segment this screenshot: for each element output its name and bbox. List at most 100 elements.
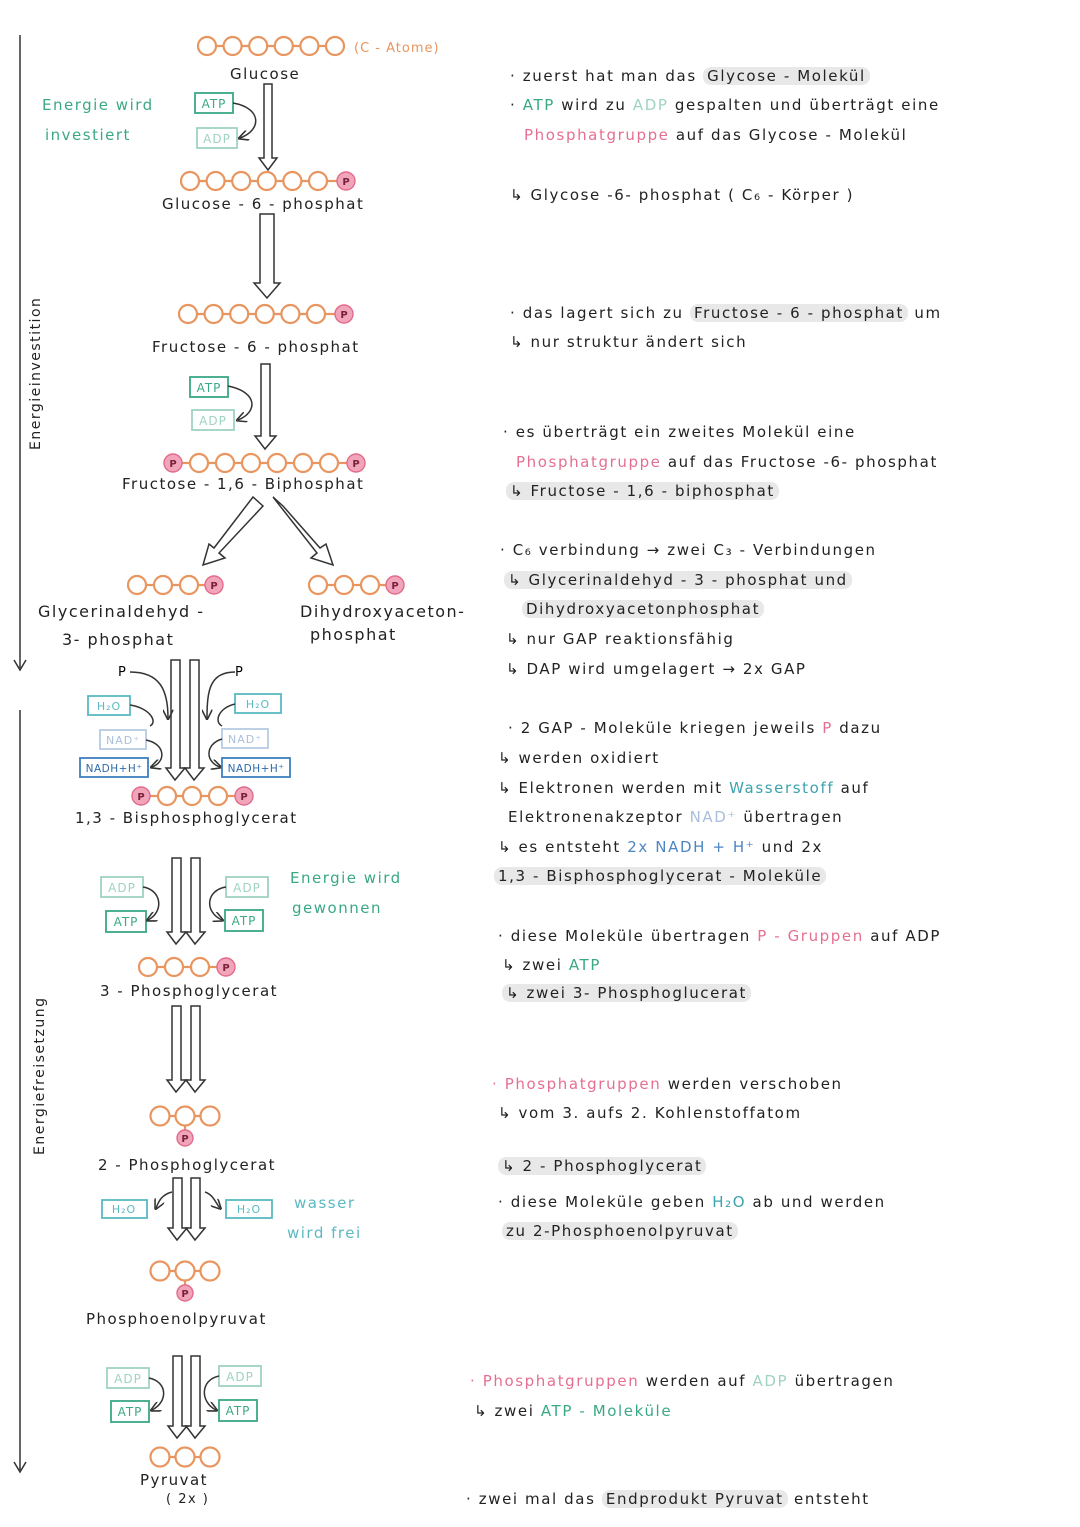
note-text: · zwei mal das [466, 1490, 596, 1508]
adp-box: ADP [196, 127, 238, 149]
note-text: · 2 GAP - Moleküle kriegen jeweils [508, 719, 816, 737]
note-text: · diese Moleküle geben [498, 1193, 706, 1211]
note-line: ↳ nur GAP reaktionsfähig [506, 630, 735, 648]
gap-label-line2: 3- phosphat [62, 630, 174, 649]
note-text: ↳ zwei [502, 956, 563, 974]
reaction-arrow [252, 213, 282, 300]
note-line: ↳ DAP wird umgelagert → 2x GAP [506, 660, 807, 678]
svg-text:ATP: ATP [197, 381, 222, 395]
svg-text:ATP: ATP [202, 97, 227, 111]
note-highlight: 1,3 - Bisphosphoglycerat - Moleküle [494, 867, 827, 885]
note-text: auf das Fructose -6- phosphat [667, 453, 938, 471]
phosphatgruppe-term: Phosphatgruppe [524, 126, 670, 144]
nadh-box-left: NADH+H⁺ [79, 757, 149, 778]
energy-invested-line2: investiert [45, 126, 131, 144]
note-line: ↳ zwei ATP [502, 956, 601, 974]
svg-text:ADP: ADP [203, 132, 231, 146]
note-text: · das lagert sich zu [510, 304, 684, 322]
note-line: · das lagert sich zu Fructose - 6 - phos… [510, 304, 942, 322]
fructose-1-6-biphosphat-molecule: P P [163, 452, 366, 474]
3-phosphoglycerat-molecule: P [137, 956, 236, 978]
note-line: Phosphatgruppe auf das Fructose -6- phos… [516, 453, 938, 471]
atp-adp-curve [232, 102, 257, 138]
nad-term: NAD⁺ [689, 808, 737, 826]
adp-box-left: ADP [100, 876, 144, 898]
h2o-box-right: H₂O [225, 1199, 273, 1219]
nad-curve-left [145, 739, 163, 767]
note-line: · Phosphatgruppen werden auf ADP übertra… [470, 1372, 894, 1390]
svg-text:NAD⁺: NAD⁺ [106, 734, 140, 747]
note-text: ↳ Glycose -6- phosphat ( C₆ - Körper ) [510, 186, 855, 204]
adp-term: ADP [632, 96, 669, 114]
h2o-out-curve-right [204, 1191, 220, 1208]
note-highlight: Dihydroxyacetonphosphat [522, 600, 765, 618]
phosphate-p-right: P [235, 665, 243, 680]
atp-box-right: ATP [224, 909, 264, 932]
adp-atp-curve-right [203, 1375, 219, 1410]
1-3-bisphosphoglycerat-molecule: P P [131, 785, 254, 807]
gap-molecule: P [126, 574, 224, 596]
note-line: ↳ nur struktur ändert sich [510, 333, 747, 351]
fructose-6-phosphat-molecule: P [177, 303, 354, 325]
nad-box-left: NAD⁺ [99, 729, 147, 750]
svg-text:H₂O: H₂O [112, 1203, 136, 1216]
glucose-6-phosphat-label: Glucose - 6 - phosphat [162, 195, 364, 213]
svg-text:H₂O: H₂O [246, 698, 270, 711]
investment-phase-arrow [13, 35, 27, 672]
note-text: wird zu [561, 96, 627, 114]
h2o-curve-right [217, 703, 236, 727]
note-text: gespalten und überträgt eine [674, 96, 940, 114]
nadh-term: NADH + H⁺ [655, 838, 756, 856]
svg-text:ATP: ATP [118, 1405, 143, 1419]
h2o-out-curve-left [156, 1191, 173, 1208]
h2o-curve-left [129, 704, 154, 727]
svg-text:ADP: ADP [114, 1372, 142, 1386]
reaction-arrow [253, 363, 278, 451]
reaction-arrow [166, 1355, 189, 1440]
reaction-arrow [166, 1177, 189, 1242]
note-line: · zwei mal das Endprodukt Pyruvat entste… [466, 1490, 870, 1508]
reaction-arrow [184, 1005, 207, 1094]
svg-text:P: P [352, 459, 359, 470]
note-highlight: Fructose - 6 - phosphat [690, 304, 908, 322]
note-line: ↳ Fructose - 1,6 - biphosphat [506, 482, 779, 500]
note-text: ↳ nur GAP reaktionsfähig [506, 630, 735, 648]
note-highlight: ↳ zwei 3- Phosphoglucerat [502, 984, 752, 1002]
atp-box: ATP [189, 376, 229, 398]
note-highlight: zu 2-Phosphoenolpyruvat [502, 1222, 738, 1240]
dhap-molecule: P [307, 574, 405, 596]
nad-curve-right [208, 738, 222, 767]
split-arrow-left [201, 495, 265, 567]
phosphate-in-curve-left [129, 671, 168, 718]
adp-box-right: ADP [218, 1365, 262, 1387]
dhap-label-line2: phosphat [310, 625, 397, 644]
note-line: ↳ es entsteht 2x NADH + H⁺ und 2x [498, 838, 823, 856]
note-line: · es überträgt ein zweites Molekül eine [503, 423, 856, 441]
atp-adp-curve [227, 385, 253, 420]
note-text: werden auf [645, 1372, 747, 1390]
2-phosphoglycerat-molecule: P [149, 1105, 221, 1147]
note-line: zu 2-Phosphoenolpyruvat [502, 1222, 738, 1240]
svg-text:NADH+H⁺: NADH+H⁺ [228, 763, 285, 775]
2-phosphoglycerat-label: 2 - Phosphoglycerat [98, 1156, 276, 1174]
svg-text:P: P [340, 310, 347, 321]
reaction-arrow [184, 1355, 207, 1440]
h2o-box-left: H₂O [101, 1199, 148, 1219]
adp-box: ADP [191, 409, 235, 431]
svg-text:ATP: ATP [232, 914, 257, 928]
phosphate-in-curve-right [207, 671, 236, 718]
dhap-label-line1: Dihydroxyaceton- [300, 602, 465, 621]
note-line: · 2 GAP - Moleküle kriegen jeweils P daz… [508, 719, 882, 737]
pyruvat-count: ( 2x ) [166, 1492, 209, 1507]
note-text: ↳ DAP wird umgelagert → 2x GAP [506, 660, 807, 678]
phosphate-term: P [822, 719, 833, 737]
note-line: · diese Moleküle geben H₂O ab und werden [498, 1193, 886, 1211]
wasserstoff-term: Wasserstoff [729, 779, 835, 797]
energy-gained-line1: Energie wird [290, 869, 402, 887]
note-line: Phosphatgruppe auf das Glycose - Molekül [524, 126, 907, 144]
note-text: · diese Moleküle übertragen [498, 927, 751, 945]
note-text: Elektronenakzeptor [508, 808, 684, 826]
note-highlight: Endprodukt Pyruvat [601, 1490, 788, 1508]
svg-text:NADH+H⁺: NADH+H⁺ [86, 763, 143, 775]
note-text: um [914, 304, 942, 322]
